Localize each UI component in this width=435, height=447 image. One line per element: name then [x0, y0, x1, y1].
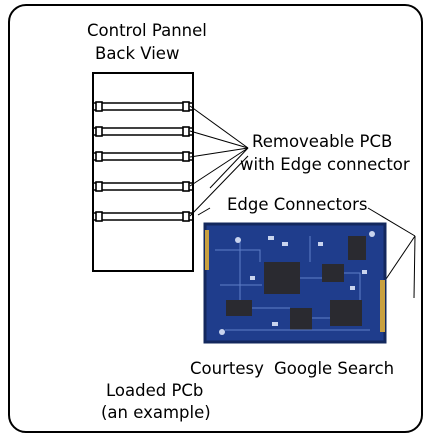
pcb-label-line1: Removeable PCB: [252, 132, 393, 151]
chip: [322, 264, 344, 282]
pcb-components: [219, 231, 375, 335]
edge-connectors-label: Edge Connectors: [227, 195, 368, 214]
edge-connector-strip: [205, 230, 209, 270]
panel-title-line1: Control Pannel: [87, 21, 207, 40]
edge-pointer-lines: [197, 207, 416, 299]
chip: [226, 300, 252, 316]
pcb-label-line2: with Edge connector: [240, 155, 410, 174]
courtesy-label: Courtesy: [190, 359, 264, 378]
chip: [290, 308, 312, 330]
loaded-pcb-label-line1: Loaded PCb: [106, 381, 204, 400]
loaded-pcb-image: [203, 222, 387, 344]
pcb-slot: [93, 211, 193, 222]
chip: [348, 236, 366, 260]
panel-title-line2: Back View: [95, 44, 180, 63]
pcb-traces: [215, 236, 370, 331]
pcb-slot: [93, 126, 193, 137]
pcb-slot: [93, 151, 193, 162]
pcb-slot: [93, 181, 193, 192]
chip: [330, 300, 362, 326]
edge-connector-strip: [380, 280, 385, 332]
pcb-slots: [93, 101, 193, 222]
pcb-pointer-lines: [189, 105, 249, 217]
pcb-slot: [93, 101, 193, 112]
outer-frame: [8, 4, 423, 433]
control-panel-box: [92, 72, 194, 272]
loaded-pcb-label-line2: (an example): [101, 403, 211, 422]
google-search-label: Google Search: [274, 359, 395, 378]
chip: [264, 262, 300, 294]
